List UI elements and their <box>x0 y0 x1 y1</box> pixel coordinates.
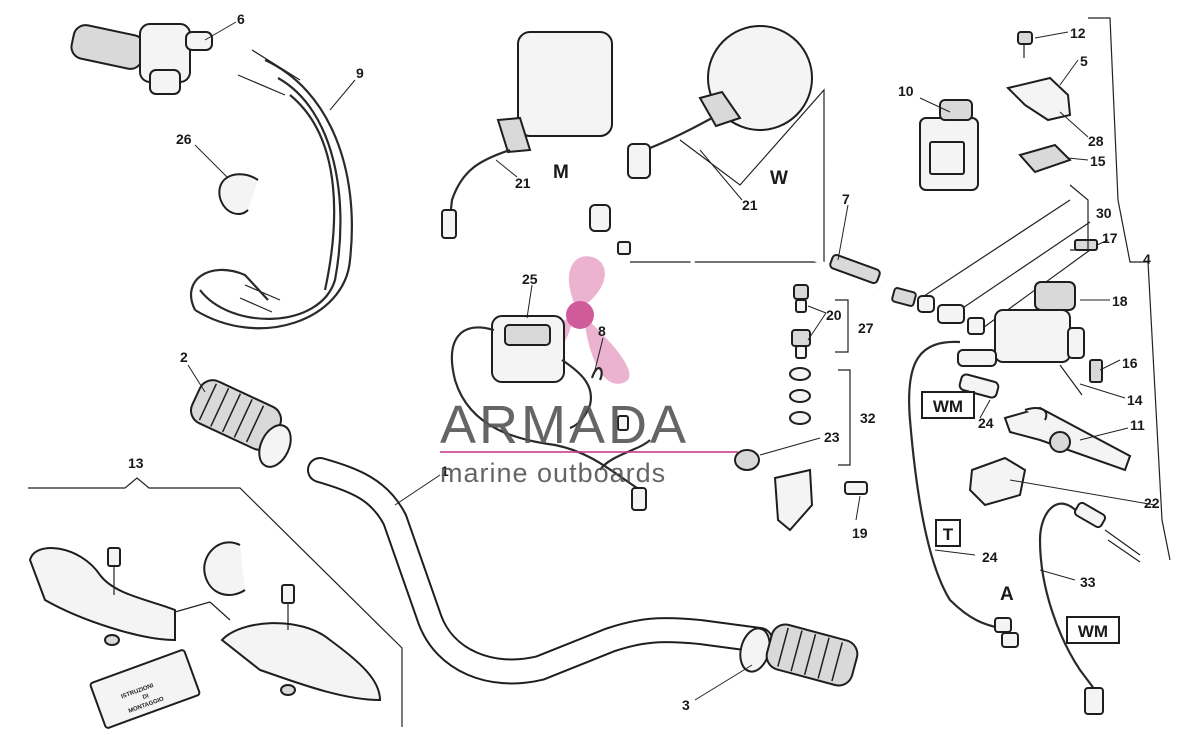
part-number-20: 20 <box>826 307 842 323</box>
clamp-ring-13 <box>203 541 246 596</box>
part-number-33: 33 <box>1080 574 1096 590</box>
variant-w-boundary <box>630 88 825 263</box>
logo-petal-top <box>568 256 605 305</box>
variant-wm-1: WM <box>933 397 963 416</box>
part-number-27: 27 <box>858 320 874 336</box>
logo-petal-right <box>585 320 630 384</box>
group-13-boundary <box>28 477 403 727</box>
variant-w: W <box>770 168 788 189</box>
bracket-27 <box>835 299 849 353</box>
hand-guard-left-13 <box>28 547 176 646</box>
switch-25 <box>491 315 565 383</box>
part-number-15: 15 <box>1090 153 1106 169</box>
hardware-group <box>734 284 868 532</box>
cover-5 <box>1006 76 1072 122</box>
part-number-4: 4 <box>1143 251 1151 267</box>
part-number-16: 16 <box>1122 355 1138 371</box>
part-number-6: 6 <box>237 11 245 27</box>
reservoir-10 <box>919 99 979 191</box>
lead-24-t <box>908 340 1019 648</box>
bracket-4 <box>1088 17 1171 561</box>
part-number-21-m: 21 <box>515 175 531 191</box>
lever-11 <box>1003 406 1132 472</box>
part-number-21-w: 21 <box>742 197 758 213</box>
part-number-12: 12 <box>1070 25 1086 41</box>
screw-12 <box>1017 31 1033 45</box>
part-number-24-wm: 24 <box>978 415 994 431</box>
variant-t: T <box>943 525 954 544</box>
part-number-2: 2 <box>180 349 188 365</box>
throttle-grip-6 <box>70 23 213 95</box>
manual-line-2: DI <box>142 693 150 701</box>
bracket-30 <box>1069 184 1089 251</box>
part-number-26: 26 <box>176 131 192 147</box>
throttle-cables-9 <box>189 49 353 330</box>
hand-guard-right-13 <box>220 584 382 702</box>
logo-center <box>566 301 594 329</box>
diaphragm-15 <box>1018 143 1072 174</box>
variant-box-wm-1 <box>921 391 975 419</box>
watermark-brand: ARMADA <box>440 395 689 455</box>
part-number-17: 17 <box>1102 230 1118 246</box>
left-grip-2 <box>190 379 292 468</box>
variant-m: M <box>553 162 569 183</box>
part-number-10: 10 <box>898 83 914 99</box>
watermark-tagline: marine outboards <box>440 458 666 488</box>
part-number-9: 9 <box>356 65 364 81</box>
handlebar-1 <box>307 457 773 685</box>
part-number-22: 22 <box>1144 495 1160 511</box>
part-number-7: 7 <box>842 191 850 207</box>
cable-7 <box>687 235 881 397</box>
mirror-m-21 <box>441 31 613 239</box>
lead-33 <box>1038 501 1141 715</box>
part-number-18: 18 <box>1112 293 1128 309</box>
right-grip-3 <box>739 623 859 687</box>
part-number-24-t: 24 <box>982 549 998 565</box>
part-number-14: 14 <box>1127 392 1143 408</box>
assembly-manual: ISTRUZIONI DI MONTAGGIO <box>89 649 201 729</box>
variant-box-wm-2 <box>1066 616 1120 644</box>
part-number-8: 8 <box>598 323 606 339</box>
part-number-13: 13 <box>128 455 144 471</box>
variant-wm-2: WM <box>1078 622 1108 641</box>
part-number-25: 25 <box>522 271 538 287</box>
part-number-32: 32 <box>860 410 876 426</box>
part-number-23: 23 <box>824 429 840 445</box>
clamp-22 <box>968 456 1027 507</box>
part-number-19: 19 <box>852 525 868 541</box>
part-number-3: 3 <box>682 697 690 713</box>
part-number-1: 1 <box>441 463 449 479</box>
part-number-5: 5 <box>1080 53 1088 69</box>
master-cylinder-4 <box>891 199 1103 399</box>
leader-lines <box>187 21 1156 701</box>
wiring-8 <box>450 326 651 511</box>
variant-a: A <box>1000 584 1014 605</box>
bracket-32 <box>838 369 851 466</box>
part-number-28: 28 <box>1088 133 1104 149</box>
part-number-30: 30 <box>1096 205 1112 221</box>
part-number-11: 11 <box>1130 417 1145 433</box>
mirror-w-21 <box>589 25 813 255</box>
clamp-ring-26 <box>218 173 259 215</box>
variant-box-t <box>935 519 961 547</box>
